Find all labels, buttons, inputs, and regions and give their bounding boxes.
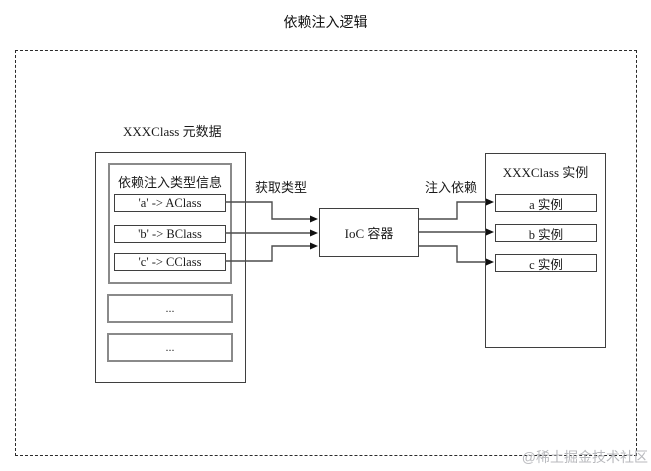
edge-label-inject: 注入依赖: [425, 177, 478, 196]
edge-label-get-type: 获取类型: [255, 177, 308, 196]
type-mapping-entry-b: 'b' -> BClass: [114, 225, 226, 243]
edge-ioc-to-instance-c: [419, 245, 494, 266]
diagram-title: 依赖注入逻辑: [283, 16, 368, 31]
instance-panel-label: XXXClass 实例: [502, 165, 589, 180]
instance-box-c: c 实例: [495, 254, 597, 272]
type-mapping-entry-a: 'a' -> AClass: [114, 194, 226, 212]
metadata-panel: 依赖注入类型信息 'a' -> AClass 'b' -> BClass 'c'…: [95, 152, 246, 383]
ioc-container-box: IoC 容器: [319, 208, 419, 257]
metadata-placeholder-box-1: ...: [107, 294, 233, 323]
instance-box-a: a 实例: [495, 194, 597, 212]
metadata-placeholder-box-2: ...: [107, 333, 233, 362]
edge-entry-a-to-ioc: [225, 201, 318, 223]
metadata-panel-label: XXXClass 元数据: [123, 124, 222, 139]
instance-panel: XXXClass 实例 a 实例 b 实例 c 实例: [485, 153, 606, 348]
instance-box-b: b 实例: [495, 224, 597, 242]
type-info-title: 依赖注入类型信息: [117, 175, 222, 190]
edge-entry-c-to-ioc: [225, 242, 318, 262]
edge-ioc-to-instance-a: [419, 198, 494, 220]
diagram-dashed-frame: [15, 50, 637, 456]
type-mapping-entry-c: 'c' -> CClass: [114, 253, 226, 271]
type-info-box: 依赖注入类型信息 'a' -> AClass 'b' -> BClass 'c'…: [108, 163, 232, 284]
watermark-text: @稀土掘金技术社区: [521, 449, 648, 465]
